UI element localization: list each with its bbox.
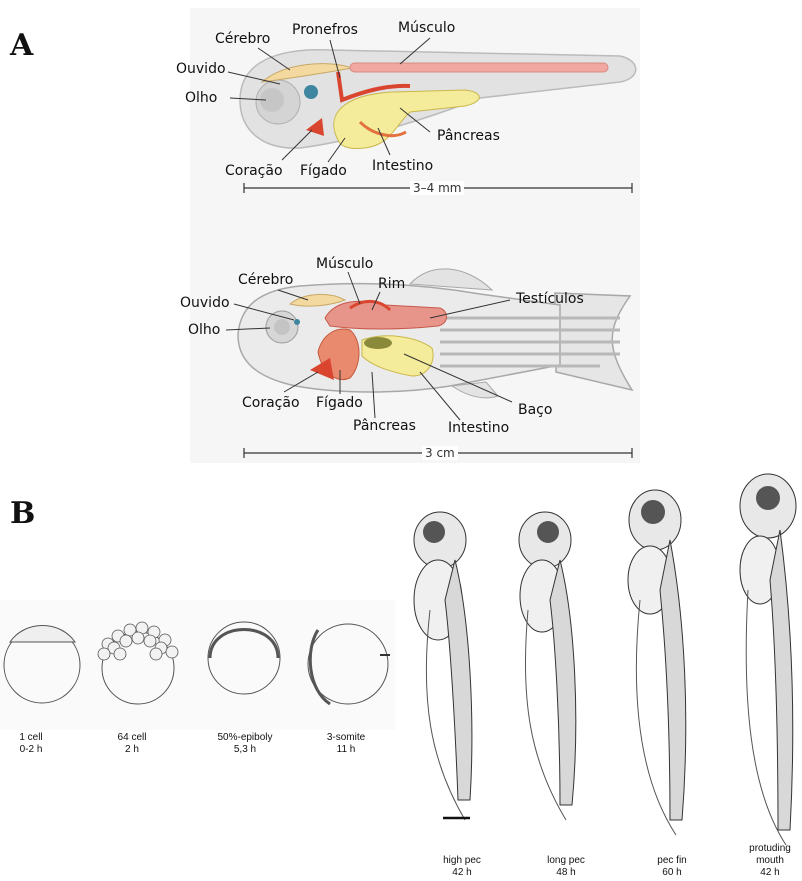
stage-protuding-mouth-drawing <box>740 474 796 845</box>
stage-pec-fin-drawing <box>628 490 686 835</box>
stage-long-pec-drawing <box>519 512 576 820</box>
stage-high-pec-drawing <box>414 512 472 820</box>
